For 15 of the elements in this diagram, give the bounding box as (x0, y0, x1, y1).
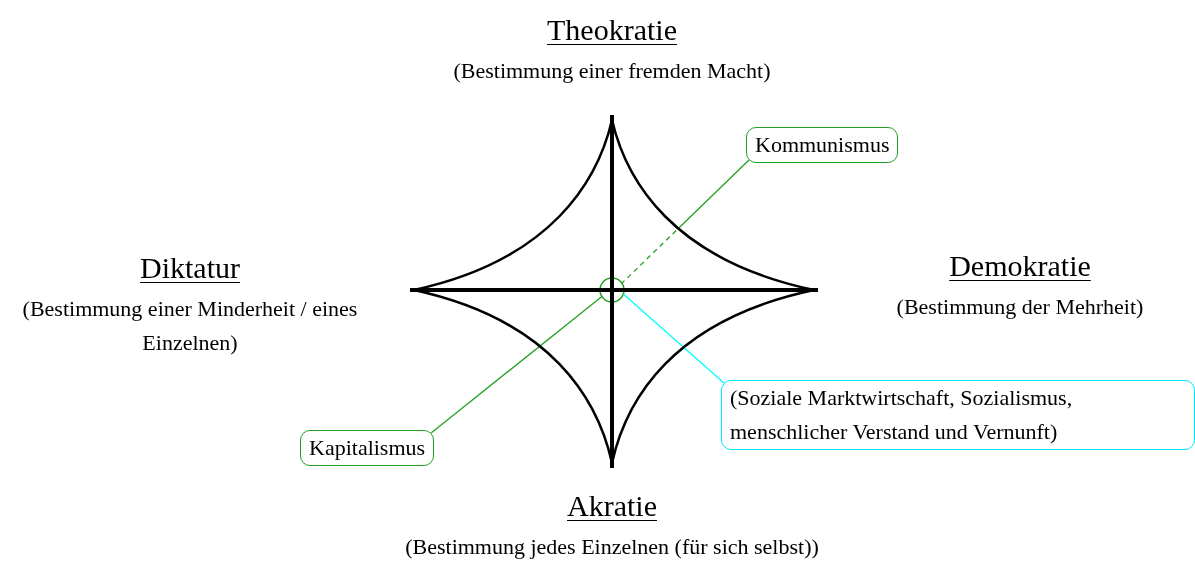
leader-line (622, 293, 725, 384)
description-text: (Bestimmung jedes Einzelnen (für sich selbst)) (404, 533, 820, 561)
description-text: (Bestimmung einer Minderheit / eines Einzelnen) (21, 295, 359, 357)
heading: Theokratie (547, 12, 677, 48)
heading: Demokratie (949, 248, 1091, 284)
description-text: (Bestimmung einer fremden Macht) (452, 57, 772, 85)
heading: Akratie (567, 488, 657, 524)
center-circle (599, 277, 625, 303)
callout-label: Kapitalismus (300, 430, 435, 466)
description-text: (Bestimmung der Mehrheit) (895, 293, 1145, 321)
leader-line (621, 159, 750, 284)
heading: Diktatur (140, 250, 240, 286)
callout-label: (Soziale Marktwirtschaft, Sozialismus, menschlicher Verstand und Vernunft) (721, 380, 1195, 450)
callout-label: Kommunismus (746, 127, 899, 163)
leader-line (430, 295, 603, 434)
